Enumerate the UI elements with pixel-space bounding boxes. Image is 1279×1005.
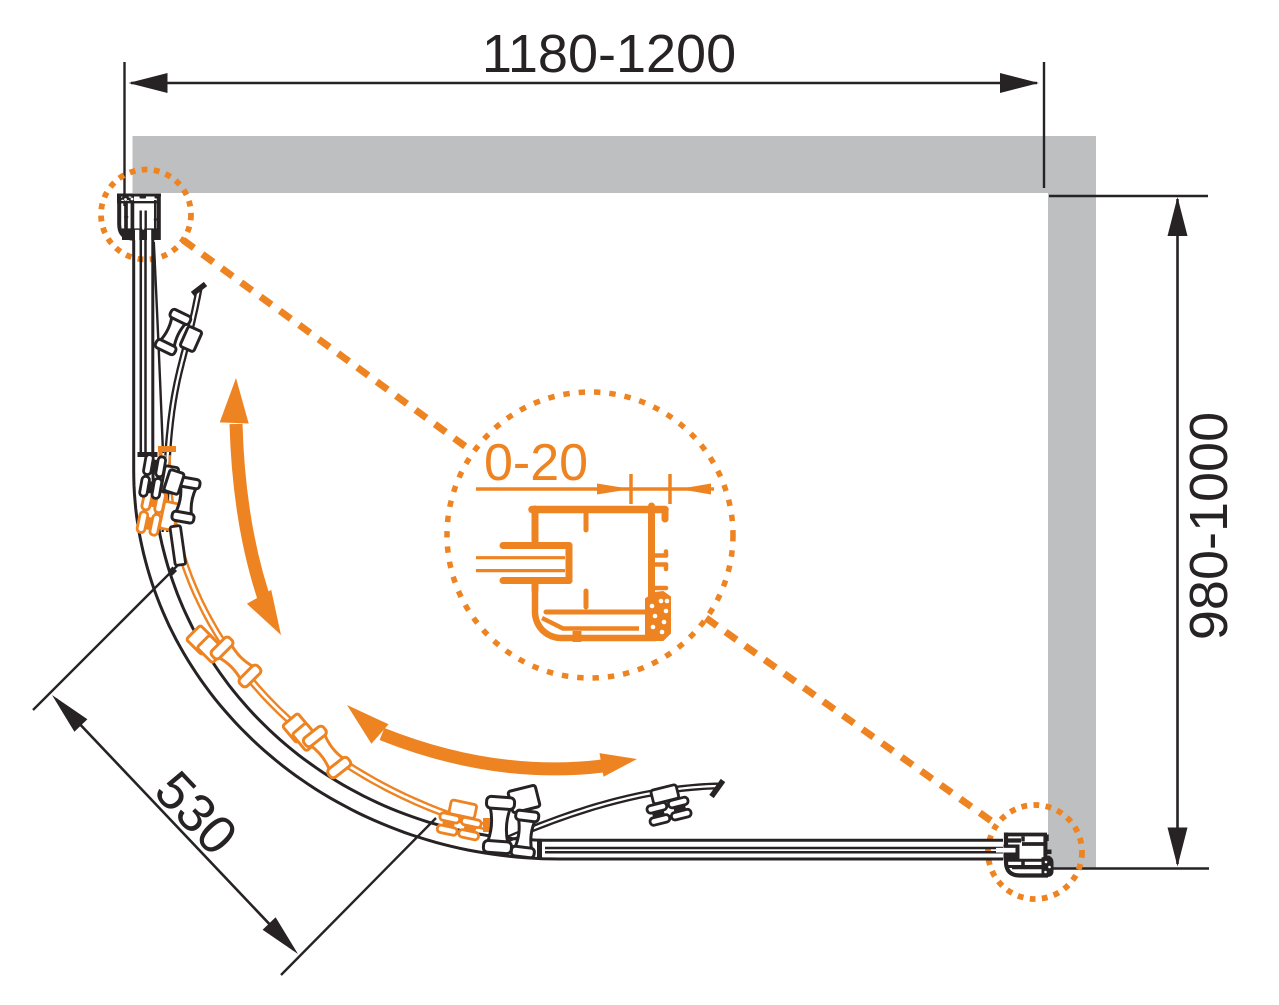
svg-text:1180-1200: 1180-1200	[482, 24, 736, 84]
svg-text:0-20: 0-20	[484, 434, 588, 492]
svg-text:980-1000: 980-1000	[1179, 412, 1239, 640]
svg-text:530: 530	[143, 760, 249, 867]
